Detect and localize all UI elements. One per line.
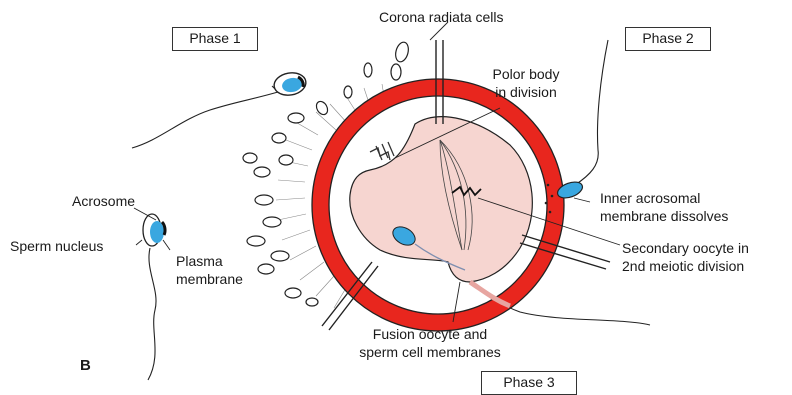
sperm-labeled-left (143, 214, 165, 380)
plasma-membrane-label-line2: membrane (176, 271, 243, 287)
phase-1-box: Phase 1 (172, 27, 258, 51)
inner-acrosomal-label-line1: Inner acrosomal (600, 190, 700, 206)
fusion-label-line2: sperm cell membranes (340, 344, 520, 360)
secondary-oocyte-label-line1: Secondary oocyte in (622, 240, 749, 256)
phase-2-box: Phase 2 (625, 27, 711, 51)
sperm-nucleus-label: Sperm nucleus (10, 238, 103, 254)
acrosome-label: Acrosome (72, 193, 135, 209)
polar-body-label-line2: in division (476, 84, 576, 100)
inner-acrosomal-label-line2: membrane dissolves (600, 208, 728, 224)
polar-body-label-line1: Polor body (476, 66, 576, 82)
fusion-label-line1: Fusion oocyte and (340, 326, 520, 342)
sperm-phase-2 (555, 40, 608, 201)
plasma-membrane-label-line1: Plasma (176, 253, 223, 269)
corona-radiata-label: Corona radiata cells (379, 9, 504, 25)
secondary-oocyte-label-line2: 2nd meiotic division (622, 258, 744, 274)
panel-label: B (80, 357, 91, 374)
phase-3-box: Phase 3 (481, 371, 577, 395)
